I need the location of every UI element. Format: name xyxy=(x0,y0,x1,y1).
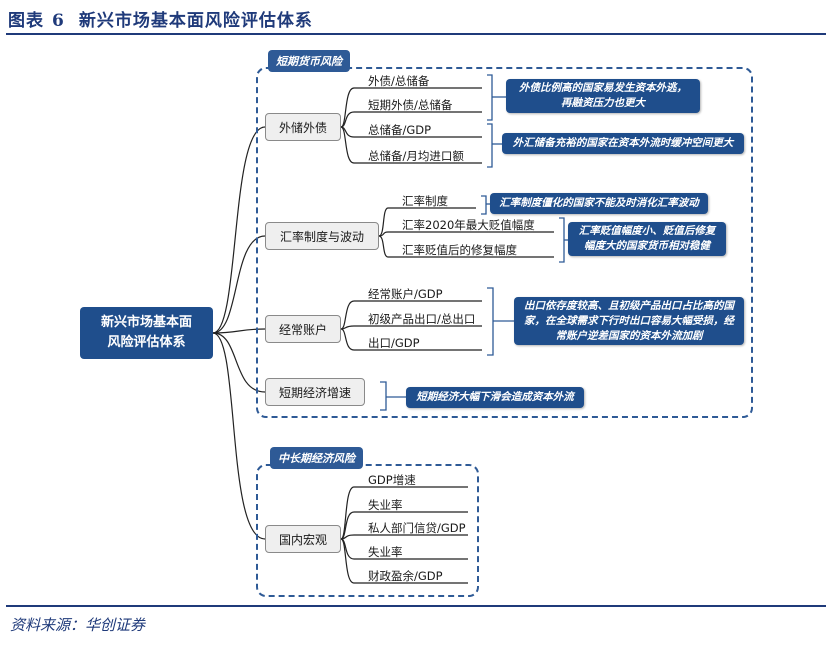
edge-root-guonei xyxy=(212,332,266,540)
leaf-indicator: 总储备/GDP xyxy=(368,123,432,137)
leaf-indicator: 出口/GDP xyxy=(368,336,420,350)
category-waichu-waizhai: 外储外债 xyxy=(265,113,341,141)
note-box: 外汇储备充裕的国家在资本外流时缓冲空间更大 xyxy=(502,133,744,154)
short-term-group-tag: 短期货币风险 xyxy=(268,50,350,72)
top-rule xyxy=(6,33,826,35)
long-term-group-tag: 中长期经济风险 xyxy=(270,447,363,469)
note-text: 汇率制度僵化的国家不能及时消化汇率波动 xyxy=(499,197,699,209)
leaf-indicator: 失业率 xyxy=(368,545,403,559)
note-text: 汇率贬值幅度小、贬值后修复幅度大的国家货币相对稳健 xyxy=(578,225,716,252)
leaf-indicator: 短期外债/总储备 xyxy=(368,98,453,112)
leaf-indicator: 财政盈余/GDP xyxy=(368,569,443,583)
figure-title-text: 新兴市场基本面风险评估体系 xyxy=(78,11,313,31)
edge-root-huilv xyxy=(212,235,266,334)
category-label: 汇率制度与波动 xyxy=(279,229,364,244)
root-label: 新兴市场基本面风险评估体系 xyxy=(100,315,192,350)
leaf-indicator: 初级产品出口/总出口 xyxy=(368,312,476,326)
category-label: 国内宏观 xyxy=(278,532,327,547)
bracket-2 xyxy=(487,123,493,168)
figure-title: 图表 6 新兴市场基本面风险评估体系 xyxy=(8,6,313,31)
note-text: 短期经济大幅下滑会造成资本外流 xyxy=(416,391,574,403)
figure-number: 6 xyxy=(52,11,65,31)
leaf-indicator: 总储备/月均进口额 xyxy=(368,149,464,163)
source-note: 资料来源：华创证券 xyxy=(10,616,146,634)
edge-root-waichu xyxy=(212,126,266,334)
figure-label: 图表 xyxy=(8,11,44,31)
short-term-group-box xyxy=(256,67,753,418)
note-box: 短期经济大幅下滑会造成资本外流 xyxy=(406,387,584,408)
category-label: 外储外债 xyxy=(278,120,327,135)
note-box: 汇率制度僵化的国家不能及时消化汇率波动 xyxy=(490,193,708,214)
category-jingchang: 经常账户 xyxy=(265,315,341,343)
bracket-3 xyxy=(481,195,487,215)
note-text: 外汇储备充裕的国家在资本外流时缓冲空间更大 xyxy=(512,137,734,149)
leaf-indicator: 经常账户/GDP xyxy=(368,287,443,301)
leaf-indicator: 外债/总储备 xyxy=(368,74,430,88)
note-text: 出口依存度较高、且初级产品出口占比高的国家，在全球需求下行时出口容易大幅受损，经… xyxy=(524,299,734,342)
note-text: 外债比例高的国家易发生资本外逃，再融资压力也更大 xyxy=(519,82,687,109)
leaf-indicator: 失业率 xyxy=(368,498,403,512)
bottom-rule xyxy=(6,605,826,607)
category-label: 经常账户 xyxy=(278,322,327,337)
category-huilv: 汇率制度与波动 xyxy=(265,222,379,250)
leaf-indicator: GDP增速 xyxy=(368,473,416,487)
leaf-indicator: 汇率制度 xyxy=(402,194,448,208)
category-duanqi-zengsu: 短期经济增速 xyxy=(265,378,365,406)
note-box: 外债比例高的国家易发生资本外逃，再融资压力也更大 xyxy=(506,79,700,113)
long-term-group-box xyxy=(256,464,479,597)
leaf-indicator: 汇率贬值后的修复幅度 xyxy=(402,243,517,257)
leaf-indicator: 汇率2020年最大贬值幅度 xyxy=(402,218,535,232)
bracket-6 xyxy=(380,381,387,411)
edge-root-jingchang xyxy=(212,328,266,334)
category-guonei-hongguan: 国内宏观 xyxy=(265,525,341,553)
root-node: 新兴市场基本面风险评估体系 xyxy=(80,307,213,359)
category-label: 短期经济增速 xyxy=(278,385,351,400)
leaf-indicator: 私人部门信贷/GDP xyxy=(368,521,466,535)
note-box: 出口依存度较高、且初级产品出口占比高的国家，在全球需求下行时出口容易大幅受损，经… xyxy=(514,297,744,345)
edge-root-duanqi xyxy=(212,332,266,393)
note-box: 汇率贬值幅度小、贬值后修复幅度大的国家货币相对稳健 xyxy=(568,222,726,256)
